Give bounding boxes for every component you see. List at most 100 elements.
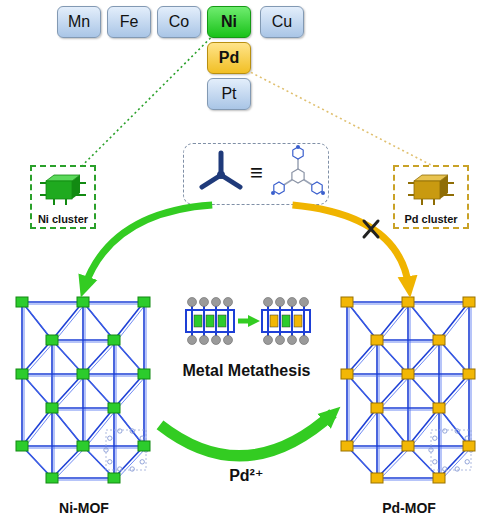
art-shape <box>72 194 86 196</box>
art-shape <box>321 191 325 195</box>
mof-label: Ni-MOF <box>8 500 160 516</box>
art-shape <box>138 369 150 379</box>
art-shape <box>371 473 383 483</box>
art-shape <box>40 194 46 196</box>
art-shape <box>349 376 410 377</box>
art-shape <box>410 376 411 448</box>
art-shape <box>300 298 309 307</box>
art-shape <box>46 403 58 413</box>
art-shape <box>264 336 273 345</box>
art-shape <box>292 169 304 183</box>
art-shape <box>200 336 209 345</box>
art-shape <box>54 448 85 480</box>
art-shape <box>379 410 441 411</box>
cluster-label: Pd cluster <box>395 213 467 225</box>
metathesis-cluster <box>262 298 310 345</box>
art-shape <box>465 460 469 464</box>
art-shape <box>270 315 278 327</box>
art-shape <box>200 298 209 307</box>
art-shape <box>52 302 83 340</box>
art-shape <box>85 342 116 376</box>
art-shape <box>186 310 234 332</box>
art-shape <box>188 336 197 345</box>
art-shape <box>52 339 114 341</box>
art-shape <box>438 408 440 478</box>
cluster-label: Ni cluster <box>32 213 94 225</box>
art-shape <box>140 460 144 464</box>
art-shape <box>85 376 86 448</box>
art-shape <box>282 315 290 327</box>
element-symbol: Pd <box>219 49 239 67</box>
art-shape <box>54 410 116 411</box>
art-shape <box>379 480 441 481</box>
art-shape <box>433 473 445 483</box>
connector-arrow <box>293 205 410 288</box>
art-shape <box>439 302 469 340</box>
art-shape <box>433 436 437 440</box>
art-shape <box>85 410 116 448</box>
art-shape <box>143 374 145 446</box>
art-shape <box>24 376 25 448</box>
art-shape <box>341 369 353 379</box>
art-shape <box>191 304 193 338</box>
art-shape <box>443 467 447 471</box>
mof-label: Pd-MOF <box>333 500 485 516</box>
art-shape <box>118 467 122 471</box>
art-shape <box>54 304 85 342</box>
art-shape <box>379 342 441 343</box>
art-shape <box>379 410 380 480</box>
art-shape <box>271 191 275 195</box>
art-shape <box>24 448 85 449</box>
art-shape <box>349 304 350 376</box>
art-shape <box>52 407 114 409</box>
element-box: Cu <box>260 6 304 38</box>
edge-label: Pd²⁺ <box>206 466 286 485</box>
art-shape <box>421 199 423 205</box>
art-shape <box>52 477 114 479</box>
art-shape <box>463 369 475 379</box>
art-shape <box>471 304 472 376</box>
art-shape <box>83 373 144 375</box>
art-shape <box>227 304 229 338</box>
art-shape <box>276 298 285 307</box>
art-shape <box>218 315 226 327</box>
art-shape <box>455 429 459 433</box>
art-shape <box>349 304 410 305</box>
mof-structure: Ni-MOF <box>8 288 160 516</box>
metathesis-cluster <box>186 298 234 345</box>
art-shape <box>22 301 83 303</box>
process-label: Metal Metathesis <box>150 362 343 380</box>
art-shape <box>291 304 293 338</box>
art-shape <box>262 310 310 332</box>
art-shape <box>22 408 52 446</box>
art-shape <box>377 407 439 409</box>
art-shape <box>138 441 150 451</box>
art-shape <box>347 445 408 447</box>
art-shape <box>371 335 383 345</box>
art-shape <box>471 376 472 448</box>
art-shape <box>468 302 470 374</box>
art-shape <box>54 480 116 481</box>
art-shape <box>194 315 202 327</box>
art-shape <box>296 145 300 149</box>
art-shape <box>440 182 454 184</box>
element-box: Fe <box>107 6 151 38</box>
art-shape <box>347 301 408 303</box>
art-shape <box>46 181 72 199</box>
art-shape <box>51 408 53 478</box>
art-shape <box>40 182 46 184</box>
art-shape <box>379 376 410 410</box>
art-shape <box>206 315 214 327</box>
metathesis-arrow <box>238 319 254 324</box>
art-shape <box>212 298 221 307</box>
art-shape <box>108 473 120 483</box>
art-shape <box>264 298 273 307</box>
art-shape <box>21 374 23 446</box>
art-shape <box>341 441 353 451</box>
art-shape <box>440 194 454 196</box>
art-shape <box>408 182 414 184</box>
art-shape <box>377 477 439 479</box>
element-box: Mn <box>57 6 101 38</box>
art-shape <box>300 336 309 345</box>
art-shape <box>276 336 285 345</box>
